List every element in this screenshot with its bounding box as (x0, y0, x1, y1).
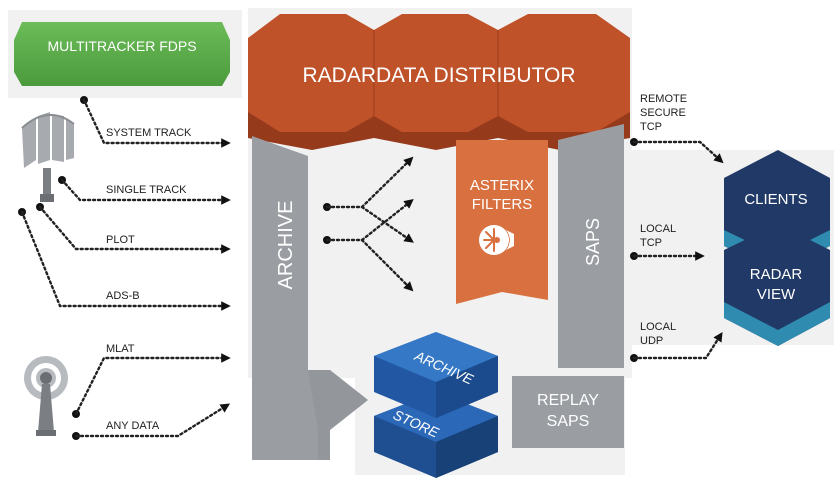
system-track-arrow (82, 98, 231, 148)
remote-secure-tcp-arrow (632, 140, 724, 164)
clients-label: CLIENTS (744, 191, 807, 208)
any-data-arrow (74, 403, 231, 438)
radar-view-hex: RADAR VIEW (724, 224, 830, 346)
remote-label: REMOTE (640, 93, 687, 105)
archive-column-label: ARCHIVE (275, 201, 297, 290)
radar-antenna-icon (21, 112, 75, 202)
asterix-line1: ASTERIX (470, 177, 534, 194)
output-connectors (630, 138, 724, 362)
asterix-filters: ASTERIX FILTERS (456, 140, 548, 304)
distributor-title: RADARDATA DISTRIBUTOR (302, 64, 575, 87)
single-track-label: SINGLE TRACK (106, 184, 187, 196)
fdps-label: MULTITRACKER FDPS (47, 38, 196, 54)
replay-line2: SAPS (547, 413, 590, 430)
local-tcp-label-2: TCP (640, 237, 662, 249)
system-track-label: SYSTEM TRACK (106, 127, 192, 139)
remote-tcp-label: TCP (640, 121, 662, 133)
local-udp-label-1: LOCAL (640, 321, 676, 333)
archive-store: ARCHIVE STORE (374, 332, 498, 478)
ads-b-arrow (20, 210, 231, 311)
radar-label-1: RADAR (750, 266, 803, 283)
mlat-arrow (74, 353, 231, 416)
replay-line1: REPLAY (537, 392, 599, 409)
radar-label-2: VIEW (757, 286, 796, 303)
single-track-arrow (60, 178, 231, 205)
fdps-box: MULTITRACKER FDPS (14, 22, 230, 86)
distributor-header: RADARDATA DISTRIBUTOR (248, 14, 630, 150)
replay-saps-box: REPLAY SAPS (512, 376, 624, 448)
plot-label: PLOT (106, 234, 135, 246)
input-connectors (18, 96, 231, 440)
local-udp-label-2: UDP (640, 335, 663, 347)
archive-column: ARCHIVE (252, 136, 368, 460)
any-data-label: ANY DATA (106, 420, 160, 432)
filter-branch-arrows (323, 156, 414, 292)
radio-tower-icon (24, 356, 68, 436)
local-udp-arrow (632, 331, 723, 360)
ads-b-label: ADS-B (106, 290, 140, 302)
plot-arrow (38, 205, 231, 254)
saps-column: SAPS (558, 124, 624, 368)
asterix-line2: FILTERS (472, 196, 533, 213)
filter-icon (479, 225, 514, 255)
secure-label: SECURE (640, 107, 686, 119)
local-tcp-label-1: LOCAL (640, 223, 676, 235)
saps-column-label: SAPS (583, 218, 603, 266)
mlat-label: MLAT (106, 343, 135, 355)
